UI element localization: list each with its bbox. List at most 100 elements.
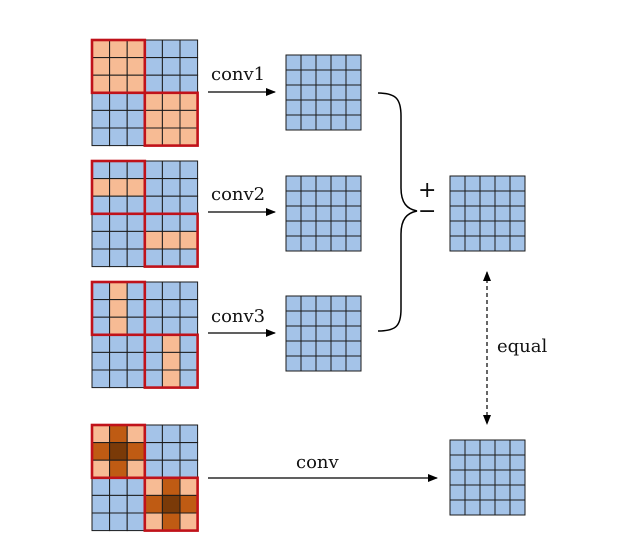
grid-cell <box>345 84 362 101</box>
grid-cell <box>315 340 332 357</box>
grid-cell <box>144 459 163 479</box>
grid-cell <box>345 99 362 116</box>
grid-cell <box>109 248 128 268</box>
grid-cell <box>144 477 163 496</box>
grid-cell <box>144 512 163 532</box>
grid-cell <box>91 160 111 180</box>
grid-cell <box>330 355 347 372</box>
grid-cell <box>179 494 199 514</box>
grid-cell <box>509 454 526 471</box>
grid-cell <box>449 499 466 516</box>
grid-cell <box>179 281 199 301</box>
grid-cell <box>161 477 181 496</box>
grid-cell <box>179 127 199 147</box>
grid-cell <box>144 178 163 197</box>
grid-cell <box>109 369 128 389</box>
grid-cell <box>161 316 181 336</box>
grid-cell <box>126 459 146 479</box>
grid-cell <box>91 424 111 444</box>
grid-cell <box>449 484 466 501</box>
grid-cell <box>330 235 347 252</box>
grid-cell <box>144 92 163 111</box>
grid-cell <box>91 92 111 111</box>
grid-cell <box>285 69 302 86</box>
grid-cell <box>179 316 199 336</box>
grid-cell <box>449 205 466 222</box>
grid-cell <box>126 178 146 197</box>
grid-cell <box>509 439 526 456</box>
grid-cell <box>161 512 181 532</box>
grid-cell <box>109 512 128 532</box>
grid-cell <box>330 310 347 327</box>
grid-cell <box>91 195 111 215</box>
grid-cell <box>144 351 163 371</box>
grid-cell <box>315 69 332 86</box>
grid-cell <box>179 477 199 496</box>
grid-cell <box>179 109 199 129</box>
grid-cell <box>285 175 302 192</box>
grid-cell <box>126 424 146 444</box>
grid-cell <box>300 190 317 207</box>
grid-cell <box>464 454 481 471</box>
grid-cell <box>126 248 146 268</box>
grid-cell <box>179 459 199 479</box>
grid-cell <box>494 484 511 501</box>
grid-cell <box>126 57 146 76</box>
grid-cell <box>109 351 128 371</box>
grid-cell <box>285 190 302 207</box>
grid-cell <box>161 351 181 371</box>
grid-cell <box>161 459 181 479</box>
grid-cell <box>509 190 526 207</box>
grid-cell <box>179 230 199 250</box>
grid-cell <box>179 351 199 371</box>
grid-cell <box>91 109 111 129</box>
grid-cell <box>330 205 347 222</box>
grid-cell <box>315 54 332 71</box>
grid-cell <box>91 281 111 301</box>
grid-cell <box>91 442 111 461</box>
grid-cell <box>109 281 128 301</box>
grid-cell <box>479 190 496 207</box>
grid-cell <box>479 469 496 486</box>
grid-cell <box>464 469 481 486</box>
grid-cell <box>179 74 199 94</box>
grid-cell <box>109 74 128 94</box>
grid-cell <box>91 351 111 371</box>
input-grid-conv2 <box>90 159 199 268</box>
grid-cell <box>109 178 128 197</box>
grid-cell <box>144 109 163 129</box>
grid-cell <box>144 281 163 301</box>
grid-cell <box>285 325 302 342</box>
grid-cell <box>161 369 181 389</box>
grid-cell <box>144 230 163 250</box>
grid-cell <box>144 57 163 76</box>
grid-cell <box>449 469 466 486</box>
grid-cell <box>109 442 128 461</box>
grid-cell <box>315 220 332 237</box>
grid-cell <box>126 109 146 129</box>
grid-layer <box>90 38 526 532</box>
grid-cell <box>285 99 302 116</box>
grid-cell <box>161 195 181 215</box>
kernel-box-bottom-right <box>143 212 199 268</box>
grid-cell <box>91 178 111 197</box>
grid-cell <box>126 512 146 532</box>
grid-cell <box>161 213 181 232</box>
sum-brace <box>377 92 418 332</box>
grid-cell <box>126 351 146 371</box>
grid-cell <box>479 484 496 501</box>
grid-cell <box>479 499 496 516</box>
grid-cell <box>300 325 317 342</box>
grid-cell <box>109 57 128 76</box>
grid-cell <box>126 334 146 353</box>
grid-cell <box>464 439 481 456</box>
grid-cell <box>179 424 199 444</box>
grid-cell <box>315 175 332 192</box>
grid-cell <box>126 316 146 336</box>
grid-cell <box>109 334 128 353</box>
grid-cell <box>179 369 199 389</box>
grid-cell <box>144 334 163 353</box>
grid-cell <box>109 39 128 59</box>
grid-cell <box>300 54 317 71</box>
